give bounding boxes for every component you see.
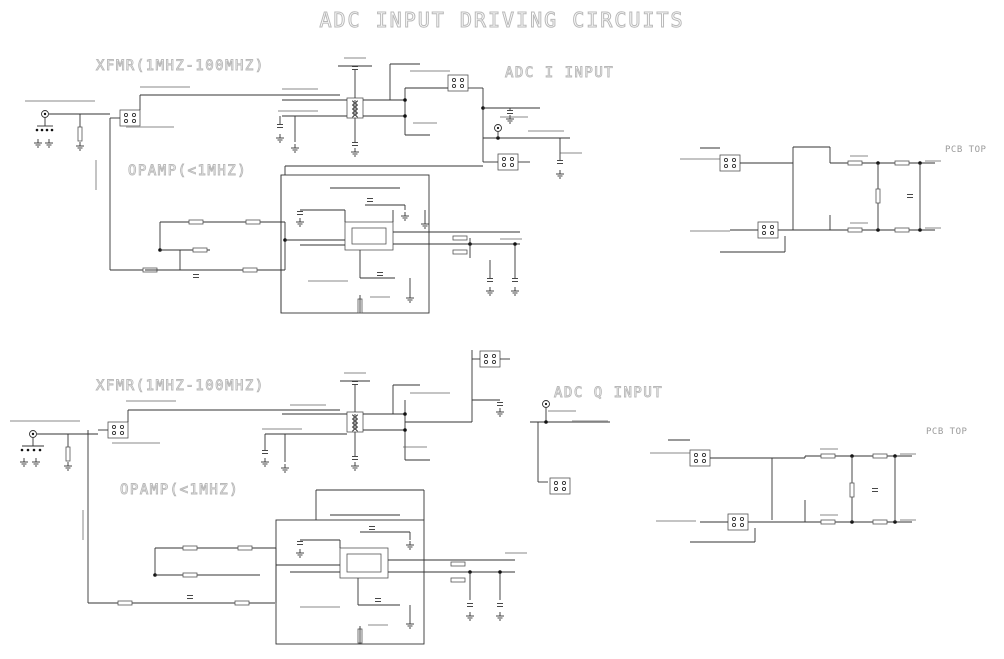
sma-connector-i bbox=[33, 110, 54, 148]
adc-label-i: ADC I INPUT bbox=[505, 65, 614, 81]
adc-label-q: ADC Q INPUT bbox=[554, 385, 663, 401]
sma-connector-q bbox=[19, 430, 44, 467]
xfmr-label-q: XFMR(1MHZ-100MHZ) bbox=[96, 378, 265, 394]
tiny-labels-q bbox=[10, 372, 916, 626]
pcb-label-i: PCB TOP bbox=[945, 145, 987, 155]
tiny-labels-i bbox=[25, 57, 941, 298]
section-q: XFMR(1MHZ-100MHZ) OPAMP(<1MHZ) ADC Q INP… bbox=[10, 350, 968, 645]
section-i: XFMR(1MHZ-100MHZ) OPAMP(<1MHZ) ADC I INP… bbox=[25, 57, 987, 314]
opamp-label-i: OPAMP(<1MHZ) bbox=[128, 163, 247, 179]
opamp-label-q: OPAMP(<1MHZ) bbox=[120, 482, 239, 498]
sheet-title: ADC INPUT DRIVING CIRCUITS bbox=[319, 8, 684, 32]
xfmr-label-i: XFMR(1MHZ-100MHZ) bbox=[96, 58, 265, 74]
pcb-label-q: PCB TOP bbox=[926, 427, 968, 437]
